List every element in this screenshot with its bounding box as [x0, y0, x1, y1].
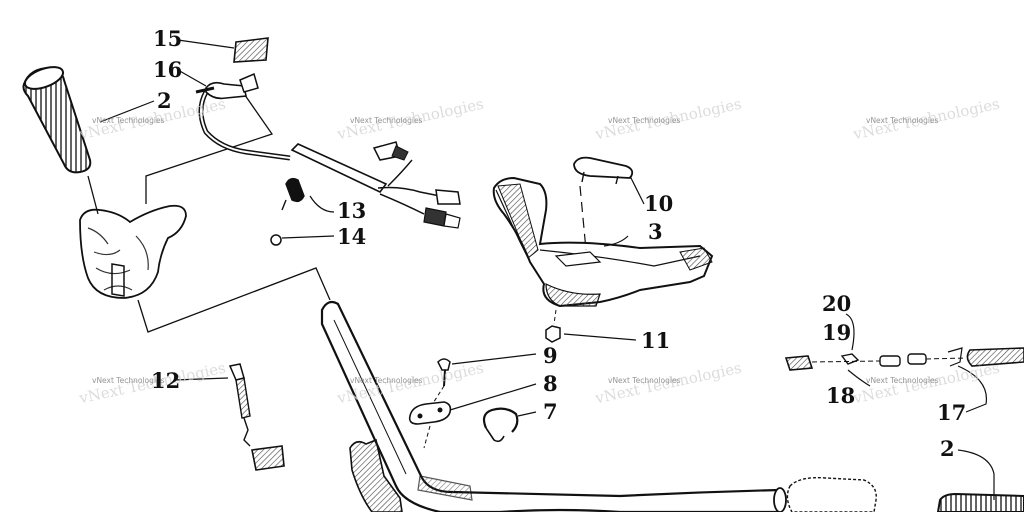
watermark: vNext Technologies [350, 376, 423, 385]
part-3-steering-pad [492, 176, 714, 308]
callout-12: 12 [151, 368, 181, 393]
part-8-plate [408, 383, 537, 449]
callout-2-right: 2 [940, 436, 955, 461]
callout-3: 3 [648, 219, 663, 244]
part-7-clamp [482, 407, 537, 443]
part-14-screw [270, 234, 335, 246]
part-10-cap [573, 156, 634, 251]
callout-17: 17 [937, 400, 967, 425]
callout-10: 10 [644, 191, 674, 216]
throttle-housing [79, 204, 187, 299]
handlebar-mount [349, 438, 403, 512]
callout-14: 14 [337, 224, 367, 249]
callout-20: 20 [822, 291, 852, 316]
callout-18: 18 [826, 383, 856, 408]
part-13-clip [281, 177, 305, 211]
part-16-wire [195, 72, 291, 161]
callout-9: 9 [543, 343, 558, 368]
watermark: vNext Technologies [92, 376, 165, 385]
part-15-pad [233, 37, 269, 63]
watermark: vNext Technologies [608, 116, 681, 125]
watermark: vNext Technologies [350, 116, 423, 125]
callout-2: 2 [157, 88, 172, 113]
callout-13: 13 [337, 198, 367, 223]
watermark: vNext Technologies [92, 116, 165, 125]
hand-grip-left [22, 66, 92, 174]
callout-11: 11 [641, 328, 671, 353]
part-18-cylinders [811, 353, 967, 387]
callout-8: 8 [543, 371, 558, 396]
callout-16: 16 [153, 57, 183, 82]
part-12-switch [173, 363, 285, 471]
part-19-block [784, 355, 814, 371]
wire-harness [290, 141, 461, 229]
hand-grip-right [786, 449, 1024, 512]
part-17-throttle-tube [947, 347, 1024, 413]
part-11-nut [545, 309, 637, 343]
callout-19: 19 [822, 320, 852, 345]
watermark: vNext Technologies [866, 116, 939, 125]
watermark: vNext Technologies [608, 376, 681, 385]
callout-7: 7 [543, 399, 558, 424]
callout-15: 15 [153, 26, 183, 51]
watermark: vNext Technologies [866, 376, 939, 385]
